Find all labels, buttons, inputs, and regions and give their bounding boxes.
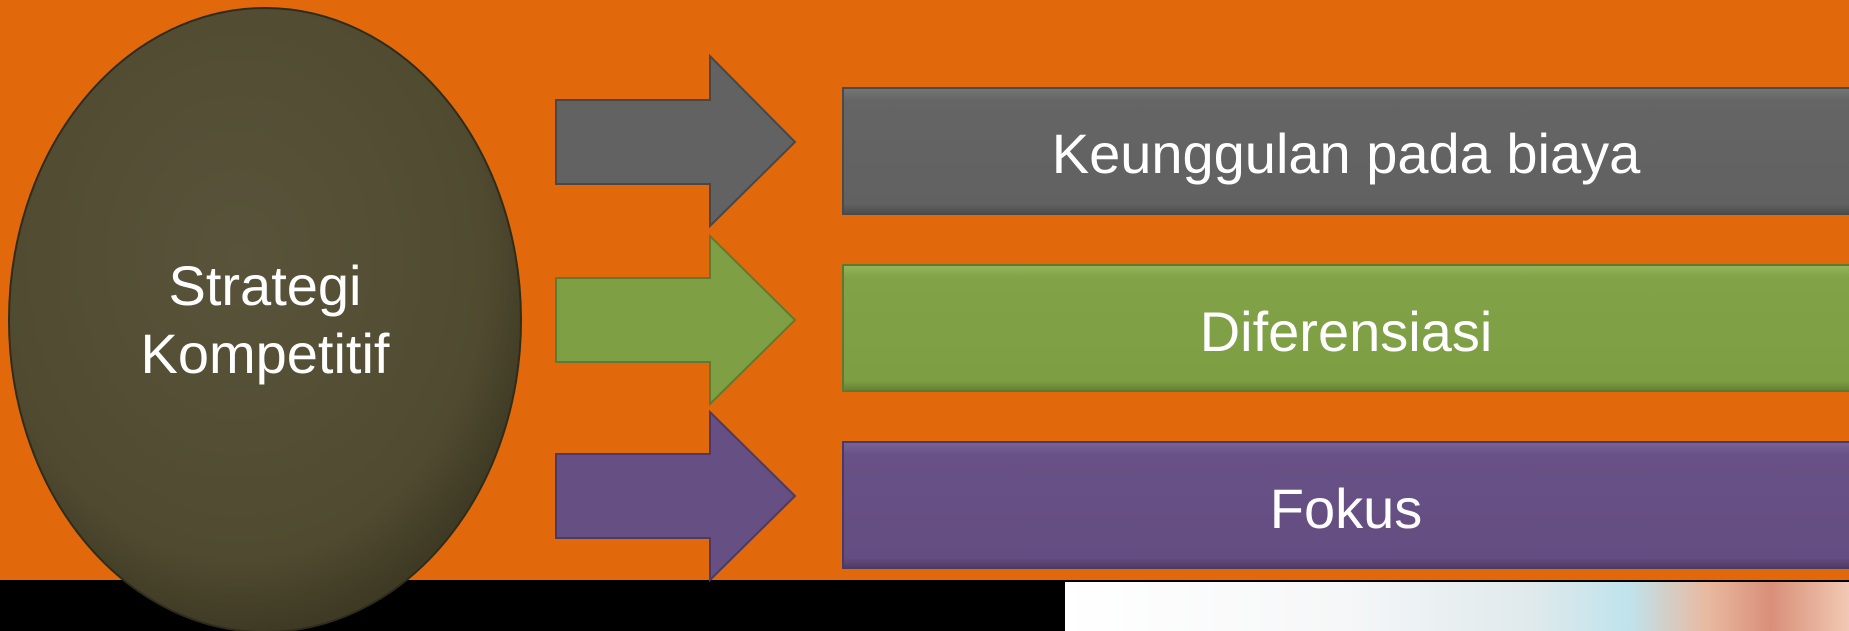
bar-label-differentiation: Diferensiasi bbox=[1199, 300, 1493, 363]
arrow-green bbox=[555, 233, 797, 407]
hub-ellipse bbox=[8, 7, 522, 631]
bar-label-focus: Fokus bbox=[1269, 477, 1423, 540]
arrow-purple bbox=[555, 409, 797, 583]
bar-label-cost-leadership: Keunggulan pada biaya bbox=[1051, 122, 1641, 185]
bar-cost-leadership bbox=[842, 87, 1849, 215]
hub-label-line2: Kompetitif bbox=[140, 322, 390, 385]
arrow-gray bbox=[555, 53, 797, 229]
bar-differentiation bbox=[842, 264, 1849, 392]
photo-fragment bbox=[1065, 582, 1849, 631]
hub-label-line1: Strategi bbox=[168, 254, 362, 317]
hub-label: Strategi Kompetitif bbox=[90, 252, 440, 388]
bar-focus bbox=[842, 441, 1849, 569]
